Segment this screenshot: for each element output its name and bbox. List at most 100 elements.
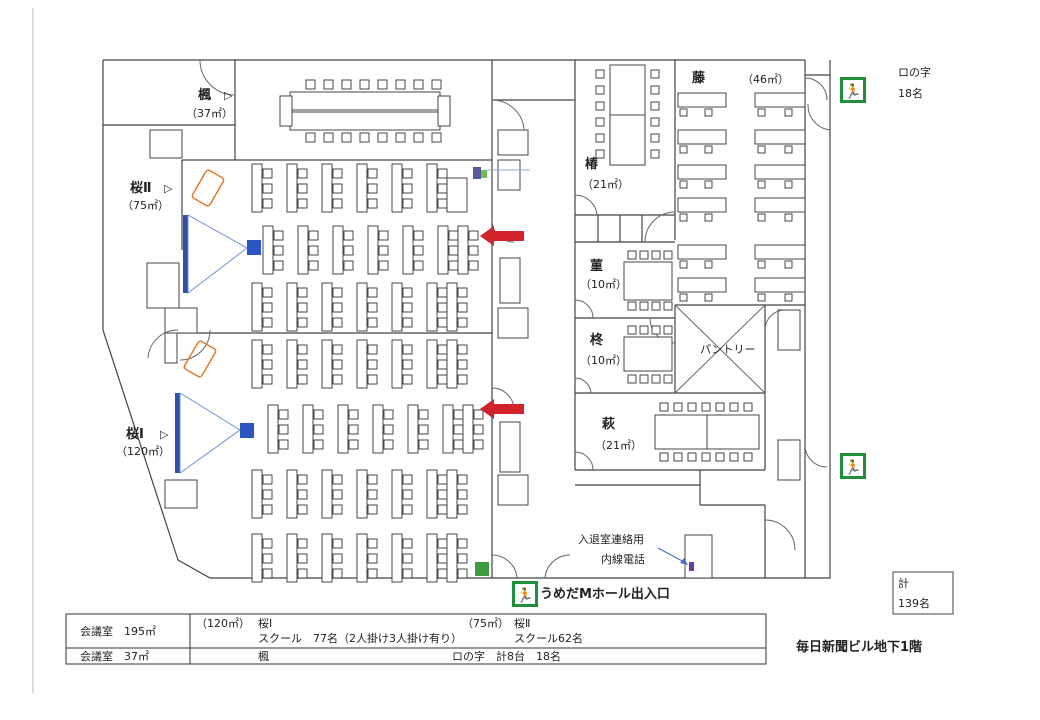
conference-table <box>623 336 673 372</box>
chair <box>448 245 459 256</box>
chair <box>757 213 766 222</box>
chair <box>457 489 468 500</box>
chair <box>673 452 683 462</box>
desk <box>356 339 368 389</box>
desk <box>426 339 438 389</box>
desk <box>677 129 727 145</box>
chair <box>332 302 343 313</box>
room-name-hiiragi: 柊 <box>590 332 604 348</box>
chair <box>639 250 649 260</box>
desk <box>426 163 438 213</box>
chair <box>377 132 388 143</box>
desk <box>321 533 333 583</box>
table-row1-left-detail: スクール 77名（2人掛け3人掛け有り） <box>258 631 462 645</box>
conference-table <box>289 91 441 111</box>
chair <box>595 101 605 111</box>
chair <box>262 344 273 355</box>
chair <box>402 359 413 370</box>
chair <box>663 374 673 384</box>
conference-table <box>437 95 451 127</box>
total-count: 139名 <box>898 596 930 610</box>
exit-sign-icon: 🏃 <box>840 453 866 479</box>
chair <box>332 538 343 549</box>
chair <box>308 245 319 256</box>
conference-table <box>279 95 293 127</box>
chair <box>367 538 378 549</box>
chair <box>278 424 289 435</box>
room-area-tsubaki: （21㎡） <box>582 178 629 191</box>
chair <box>262 568 273 579</box>
chair <box>431 79 442 90</box>
chair <box>437 317 448 328</box>
chair <box>297 489 308 500</box>
desk <box>446 282 458 332</box>
chair <box>297 168 308 179</box>
desk <box>437 225 449 275</box>
chair <box>663 301 673 311</box>
desk <box>426 469 438 519</box>
chair <box>457 568 468 579</box>
chair <box>704 293 713 302</box>
desk <box>367 225 379 275</box>
desk <box>391 533 403 583</box>
chair <box>651 301 661 311</box>
chair <box>437 568 448 579</box>
chair <box>784 108 793 117</box>
chair <box>395 79 406 90</box>
triangle-icon: ▷ <box>160 428 169 441</box>
chair <box>367 474 378 485</box>
chair <box>659 452 669 462</box>
chair <box>687 402 697 412</box>
corner-layout-count: 18名 <box>898 86 923 100</box>
chair <box>323 132 334 143</box>
chair <box>437 489 448 500</box>
chair <box>332 287 343 298</box>
desk <box>297 225 309 275</box>
chair <box>457 504 468 515</box>
room-area-hiiragi: （10㎡） <box>580 354 627 367</box>
chair <box>437 504 448 515</box>
chair <box>402 489 413 500</box>
chair <box>343 230 354 241</box>
table-row1-right-detail: スクール62名 <box>514 631 583 645</box>
desk <box>391 469 403 519</box>
chair <box>431 132 442 143</box>
desk <box>356 533 368 583</box>
projector-marker <box>473 167 530 576</box>
chair <box>332 168 343 179</box>
desk <box>402 225 414 275</box>
desk <box>677 277 727 293</box>
conference-table <box>609 114 646 166</box>
desk <box>372 404 384 454</box>
chair <box>297 183 308 194</box>
chair <box>468 260 479 271</box>
room-name-sakura1: 桜Ⅰ <box>126 426 144 442</box>
desk <box>442 404 454 454</box>
chair <box>332 474 343 485</box>
chair <box>639 301 649 311</box>
chair <box>679 180 688 189</box>
chair <box>367 553 378 564</box>
chair <box>367 504 378 515</box>
chair <box>297 287 308 298</box>
room-area-sakura2: （75㎡） <box>122 199 169 212</box>
whiteboard-sakura2 <box>191 169 225 207</box>
desk <box>754 244 806 260</box>
chair <box>278 439 289 450</box>
chair <box>308 230 319 241</box>
chair <box>359 79 370 90</box>
chair <box>367 568 378 579</box>
chair <box>402 344 413 355</box>
chair <box>663 250 673 260</box>
desk <box>267 404 279 454</box>
chair <box>468 230 479 241</box>
chair <box>402 553 413 564</box>
table-row1-right-area: （75㎡） <box>462 617 509 630</box>
desk <box>337 404 349 454</box>
chair <box>651 325 661 335</box>
chair <box>743 402 753 412</box>
chair <box>650 149 660 159</box>
chair <box>687 452 697 462</box>
chair <box>348 439 359 450</box>
